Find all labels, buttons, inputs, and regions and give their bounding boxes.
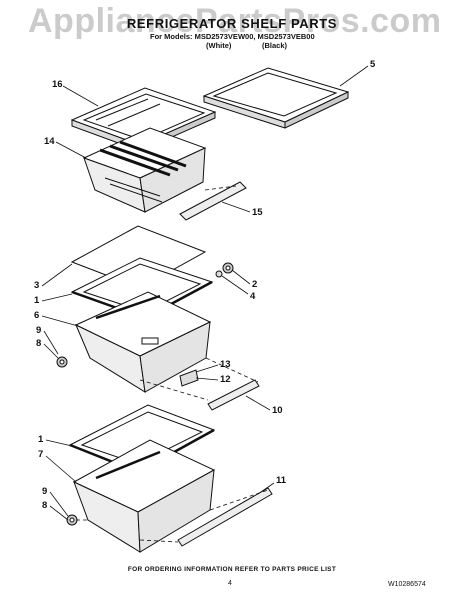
callout-11: 11 <box>276 475 287 486</box>
callout-10: 10 <box>272 405 283 416</box>
callout-12: 12 <box>220 374 231 385</box>
page-number: 4 <box>228 580 232 587</box>
callout-2: 2 <box>252 279 258 290</box>
part-9-part-8-roller-lower <box>66 514 78 526</box>
callout-13: 13 <box>220 359 231 370</box>
part-10-tube <box>207 379 260 411</box>
document-number: W10286574 <box>388 581 426 588</box>
callout-8-upper: 8 <box>36 338 42 349</box>
callout-7: 7 <box>38 449 44 460</box>
callout-3: 3 <box>34 280 40 291</box>
callout-16: 16 <box>52 79 63 90</box>
color-white-label: (White) <box>206 41 232 50</box>
part-9-part-8-roller-upper <box>56 356 68 368</box>
part-11-tube <box>177 487 273 547</box>
page-title: REFRIGERATOR SHELF PARTS <box>126 16 338 31</box>
callout-1-lower: 1 <box>38 434 44 445</box>
part-14-deli-drawer <box>82 127 207 213</box>
callout-9-upper: 9 <box>36 325 42 336</box>
callout-5: 5 <box>370 59 376 70</box>
part-6-crisper-drawer <box>74 291 212 393</box>
callout-9-lower: 9 <box>42 486 48 497</box>
callout-1-upper: 1 <box>34 295 40 306</box>
callout-6: 6 <box>34 310 40 321</box>
ordering-note: FOR ORDERING INFORMATION REFER TO PARTS … <box>127 566 337 573</box>
callout-14: 14 <box>44 136 55 147</box>
callout-4: 4 <box>250 291 256 302</box>
part-13-part-12-clip <box>179 369 199 387</box>
leader-lines <box>41 65 369 521</box>
models-line: For Models: MSD2573VEW00, MSD2573VEB00 <box>150 32 315 41</box>
part-7-crisper-drawer <box>72 439 216 553</box>
callout-8-lower: 8 <box>42 500 48 511</box>
callout-15: 15 <box>252 207 263 218</box>
part-5-glass-shelf <box>202 67 350 129</box>
color-black-label: (Black) <box>262 41 288 50</box>
part-2-part-4-bearing <box>215 262 234 278</box>
part-15-tube <box>179 181 247 221</box>
